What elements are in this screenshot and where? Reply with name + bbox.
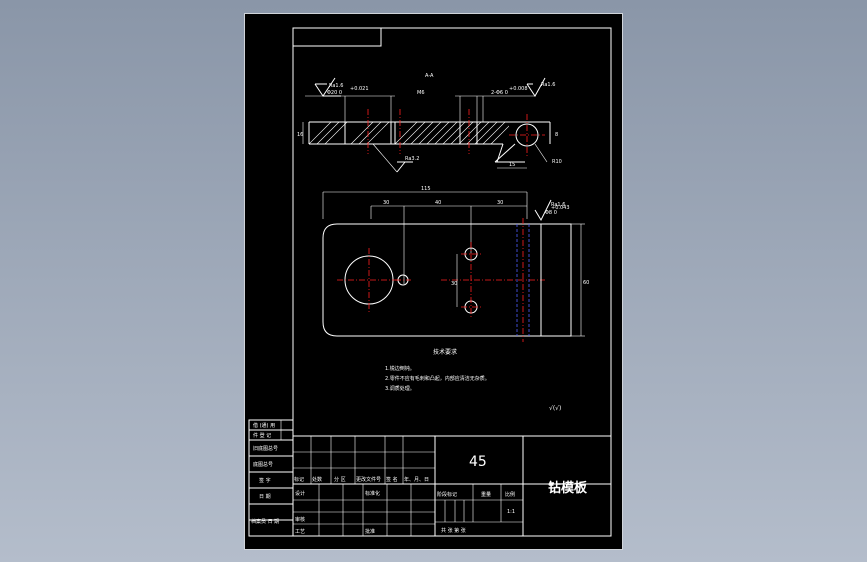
tech-title: 技术要求 [433, 348, 457, 356]
drawing-sheet: A-A Ra1.6 Ra1.6 Φ20 0 +0.021 M6 2-Φ6 0 +… [244, 13, 623, 550]
tb-approve: 批准 [365, 528, 375, 535]
material: 45 [469, 454, 487, 470]
tb-design: 设计 [295, 490, 305, 497]
plan-hole-dim: Φ8 0 [545, 210, 557, 216]
radius-dim: R10 [552, 159, 562, 165]
segment-dim-3: 30 [497, 200, 503, 206]
tb-sheets: 共 张 第 张 [441, 527, 466, 534]
tb-standardize: 标准化 [365, 490, 380, 497]
thickness-dim: 16 [297, 132, 303, 138]
tb-h-doc: 更改文件号 [356, 476, 381, 483]
svg-text:借 (通) 用: 借 (通) 用 [253, 422, 275, 429]
svg-text:档案员 日 期: 档案员 日 期 [251, 518, 279, 525]
title-block: 标记 处数 分 区 更改文件号 签 名 年、月、日 设计 标准化 审核 工艺 批… [292, 435, 612, 537]
tb-h-count: 处数 [312, 476, 322, 483]
svg-text:Ra1.6: Ra1.6 [541, 82, 555, 88]
thread-label: M6 [417, 90, 425, 96]
svg-text:件 登 记: 件 登 记 [253, 432, 271, 439]
part-name: 钻模板 [548, 480, 588, 496]
roughness-symbol-bottom: Ra3.2 [372, 143, 419, 173]
corner-code-box [292, 27, 382, 47]
tb-h-mark: 标记 [294, 476, 304, 483]
tb-stage: 阶段标记 [437, 491, 457, 498]
twin-hole-dim: 2-Φ6 0 [491, 90, 508, 96]
overall-length-dim: 115 [421, 186, 431, 192]
height-dim: 60 [583, 280, 589, 286]
tb-scale-label: 比例 [505, 491, 515, 498]
roughness-symbol-top-right: Ra1.6 [526, 77, 555, 97]
svg-text:日 期: 日 期 [259, 494, 271, 500]
tb-h-zone: 分 区 [334, 476, 346, 483]
tb-scale: 1:1 [507, 509, 515, 515]
svg-text:底图总号: 底图总号 [253, 461, 273, 468]
right-height-dim: 8 [555, 132, 558, 138]
svg-text:Ra3.2: Ra3.2 [405, 156, 419, 162]
svg-text:Ra1.6: Ra1.6 [329, 83, 343, 89]
plan-hole-tol: +0.043 [551, 205, 570, 211]
segment-dim-2: 40 [435, 200, 441, 206]
side-panel: 借 (通) 用 件 登 记 旧底图总号 底图总号 签 字 日 期 档案员 日 期 [248, 419, 294, 537]
section-hatch [309, 122, 509, 144]
section-label: A-A [425, 73, 434, 79]
step-dim: 15 [509, 162, 515, 168]
tech-note-2: 2.零件不应有毛刺和凸起，内部应清洁无杂质。 [385, 375, 490, 382]
tb-h-date: 年、月、日 [404, 476, 429, 483]
tb-process: 工艺 [295, 529, 305, 535]
roughness-symbol-plan: Ra1.6 [534, 199, 565, 222]
corner-roughness: √(√) [549, 405, 561, 412]
plate-outline [322, 223, 572, 337]
top-hole-tol: +0.021 [350, 86, 369, 92]
twin-hole-tol: +0.008 [509, 86, 528, 92]
tb-h-sign: 签 名 [386, 476, 398, 483]
pin-hole-circle [515, 123, 539, 147]
top-hole-dim: Φ20 0 [327, 90, 342, 96]
svg-text:Ra1.6: Ra1.6 [551, 202, 565, 208]
segment-dim-1: 30 [383, 200, 389, 206]
svg-text:签 字: 签 字 [259, 477, 271, 484]
tech-note-3: 3.调质处理。 [385, 385, 415, 392]
cad-drawing: A-A Ra1.6 Ra1.6 Φ20 0 +0.021 M6 2-Φ6 0 +… [248, 27, 612, 537]
spacing-dim: 30 [451, 281, 457, 287]
svg-text:旧底图总号: 旧底图总号 [253, 445, 278, 452]
tech-note-1: 1.锐边倒钝。 [385, 365, 415, 372]
tb-check: 审核 [295, 516, 305, 523]
tb-weight: 重量 [481, 491, 491, 498]
